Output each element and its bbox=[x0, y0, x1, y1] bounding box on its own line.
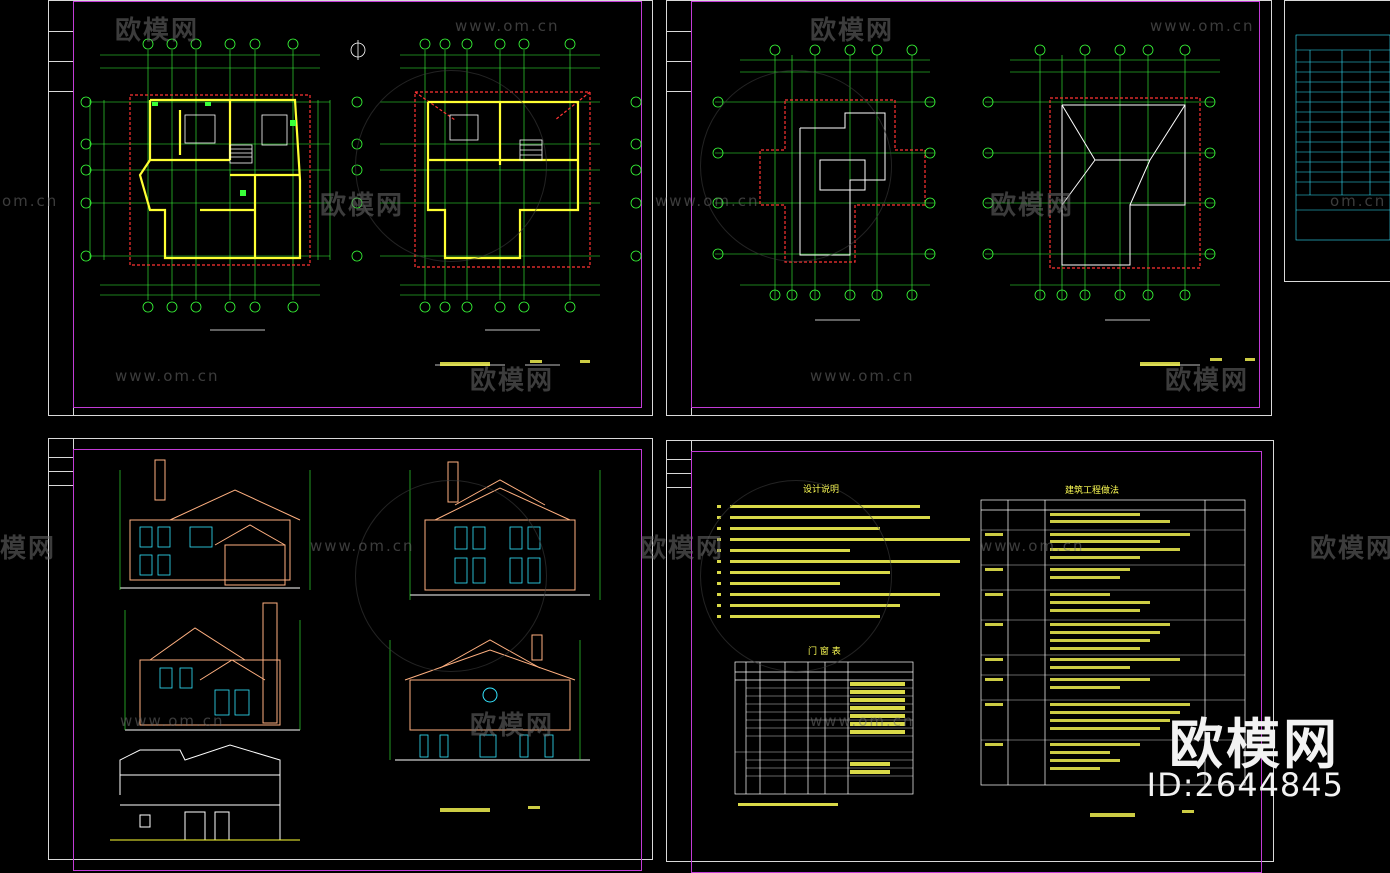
drawing-sheet-floor-plans[interactable] bbox=[48, 0, 653, 416]
elevation-rear bbox=[125, 602, 300, 731]
watermark-logo: 欧模网 bbox=[990, 191, 1075, 221]
resource-id-badge: ID:2644845 bbox=[1146, 766, 1344, 804]
watermark-logo: 欧模网 bbox=[470, 366, 555, 396]
construction-method-title: 建筑工程做法 bbox=[1065, 486, 1120, 496]
drawing-sheet-roof-plans[interactable] bbox=[666, 0, 1272, 416]
watermark-url-partial: om.cn bbox=[1330, 192, 1387, 210]
watermark-url-partial: om.cn bbox=[2, 192, 59, 210]
watermark-url: www.om.cn bbox=[980, 537, 1085, 555]
watermark-logo: 欧模网 bbox=[640, 534, 725, 564]
title-block-marks bbox=[440, 358, 1255, 817]
watermark-ring bbox=[700, 70, 892, 262]
watermark-ring bbox=[700, 480, 892, 672]
watermark-url: www.om.cn bbox=[810, 712, 915, 730]
section-view bbox=[110, 744, 300, 841]
door-window-table-fills bbox=[850, 682, 905, 774]
construction-table-text bbox=[985, 513, 1190, 770]
watermark-url: www.om.cn bbox=[120, 712, 225, 730]
watermark-ring bbox=[355, 480, 547, 672]
watermark-ring bbox=[355, 70, 547, 262]
watermark-logo-partial: 欧模网 bbox=[1310, 534, 1390, 564]
construction-table bbox=[980, 499, 1246, 786]
site-logo-badge: 欧模网 bbox=[1169, 713, 1340, 776]
watermark-url: www.om.cn bbox=[655, 192, 760, 210]
watermark-logo: 欧模网 bbox=[1165, 366, 1250, 396]
watermark-url: www.om.cn bbox=[810, 367, 915, 385]
elevation-front bbox=[120, 459, 301, 589]
construction-table-rows bbox=[981, 529, 1245, 741]
watermark-logo: 欧模网 bbox=[810, 16, 895, 46]
watermark-url: www.om.cn bbox=[1150, 17, 1255, 35]
floor-plan-ground bbox=[89, 50, 331, 300]
partial-sheet-table bbox=[1295, 34, 1390, 241]
door-window-table-rows bbox=[735, 687, 913, 777]
roof-plan-b bbox=[985, 55, 1220, 300]
sheet-inner-frame bbox=[73, 1, 642, 408]
watermark-url: www.om.cn bbox=[115, 367, 220, 385]
watermark-logo: 欧模网 bbox=[115, 16, 200, 46]
watermark-logo: 欧模网 bbox=[470, 711, 555, 741]
watermark-logo: 欧模网 bbox=[320, 191, 405, 221]
watermark-url: www.om.cn bbox=[455, 17, 560, 35]
watermark-logo-partial: 欧模网 bbox=[0, 534, 57, 564]
axis-bubbles-sheet1 bbox=[80, 38, 642, 313]
watermark-url: www.om.cn bbox=[310, 537, 415, 555]
sheet-inner-frame bbox=[691, 1, 1260, 408]
drawing-sheet-partial[interactable] bbox=[1284, 0, 1390, 282]
